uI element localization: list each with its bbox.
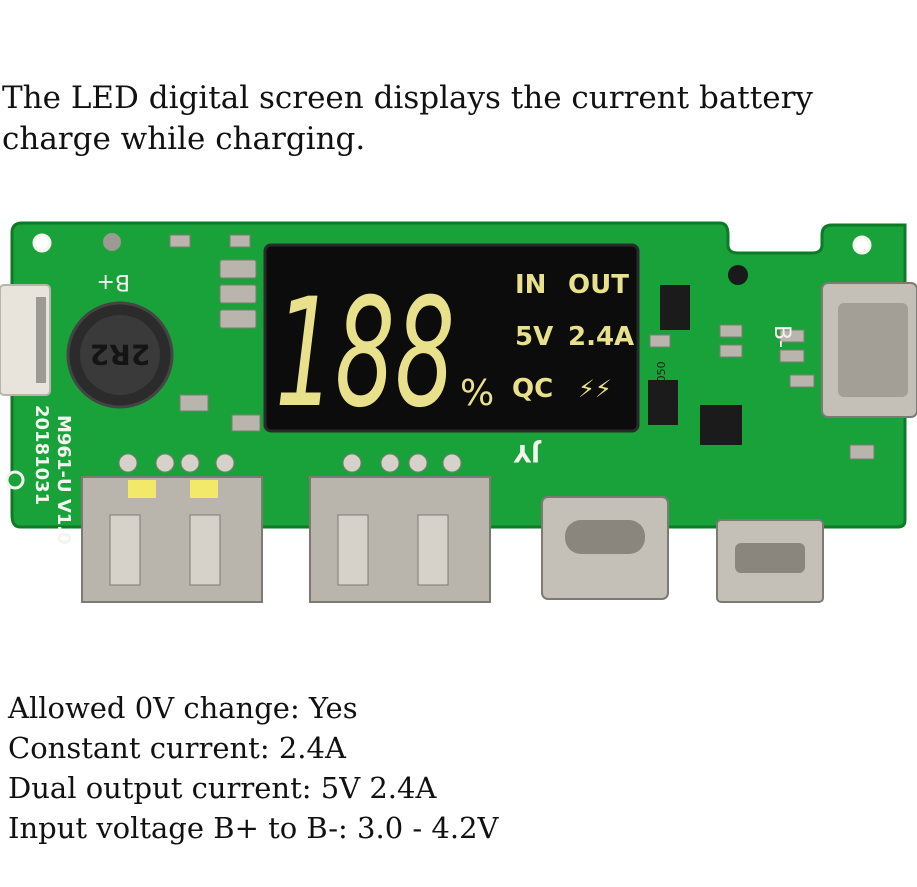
pcb-illustration: 2R2 188 % IN OUT 5V 2.4A QC <box>0 221 917 603</box>
silk-resistor-code: R050 <box>655 361 668 390</box>
display-digits: 188 <box>275 267 455 441</box>
silk-b-plus: B+ <box>96 269 130 294</box>
caption-text: The LED digital screen displays the curr… <box>2 80 813 157</box>
mount-hole <box>728 265 748 285</box>
header-pins <box>118 453 462 473</box>
spec-item: Input voltage B+ to B-: 3.0 - 4.2V <box>8 811 499 845</box>
micro-usb-port <box>716 519 824 603</box>
side-usb-c-port <box>821 282 917 418</box>
display-voltage: 5V <box>515 322 553 352</box>
ic-chip <box>700 405 742 445</box>
silk-model: M961-U V1.0 <box>53 415 74 545</box>
mount-hole <box>103 233 121 251</box>
mount-hole <box>852 235 872 255</box>
usb-a-port <box>81 476 263 603</box>
smd-components <box>169 234 875 460</box>
silk-b-minus: B- <box>769 325 794 348</box>
mount-hole <box>32 233 52 253</box>
usb-a-port <box>309 476 491 603</box>
silk-jy-logo: JY <box>513 439 542 467</box>
spec-item: Constant current: 2.4A <box>8 731 346 765</box>
display-current: 2.4A <box>568 322 634 352</box>
display-percent: % <box>460 373 494 414</box>
display-out-label: OUT <box>568 270 629 300</box>
spec-item: Dual output current: 5V 2.4A <box>8 771 437 805</box>
display-in-label: IN <box>515 270 546 300</box>
inductor-code: 2R2 <box>90 338 151 371</box>
mount-hole <box>5 470 25 490</box>
usb-c-port <box>541 496 669 600</box>
spec-list: Allowed 0V change: Yes Constant current:… <box>8 688 498 848</box>
led-display <box>263 243 640 433</box>
pcb-photo: 2R2 188 % IN OUT 5V 2.4A QC <box>0 215 917 615</box>
display-qc-label: QC <box>512 374 553 404</box>
ic-chip <box>648 380 678 425</box>
spec-item: Allowed 0V change: Yes <box>8 691 358 725</box>
display-bolt-icon: ⚡⚡ <box>578 375 612 403</box>
silk-date: 20181031 <box>31 405 52 505</box>
ic-chip <box>660 285 690 330</box>
